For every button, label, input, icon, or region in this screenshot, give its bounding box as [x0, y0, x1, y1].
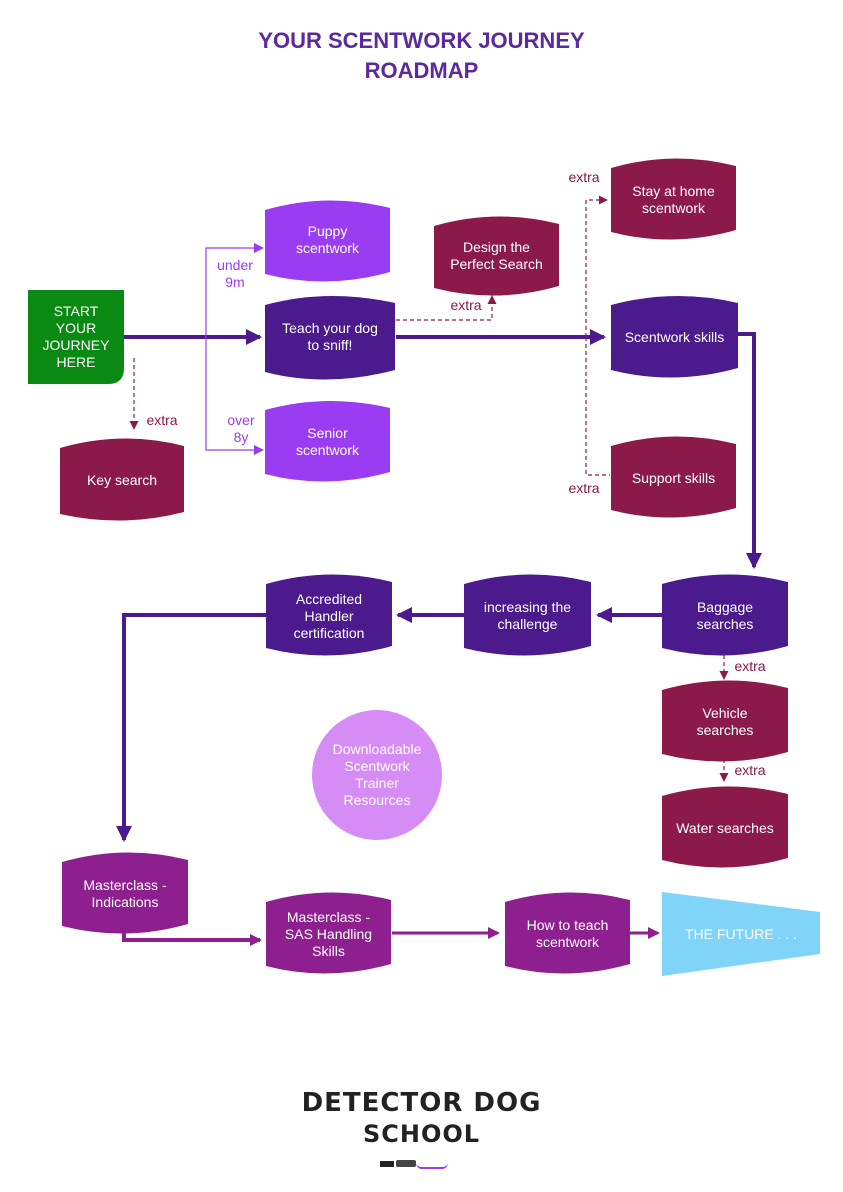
label-extra-design: extra [450, 297, 482, 313]
key-search-shape [60, 438, 184, 521]
node-shapes [28, 158, 820, 976]
label-extra-key-search: extra [146, 412, 178, 428]
design-search-shape [434, 216, 559, 296]
increasing-shape [464, 574, 591, 656]
resources-node: Downloadable Scentwork Trainer Resources [332, 741, 422, 808]
line-support-link [585, 337, 610, 476]
logo-line1: DETECTOR DOG [301, 1088, 542, 1118]
senior-shape [265, 400, 390, 482]
label-under-9m: under 9m [217, 257, 253, 290]
label-over-8y: over 8y [227, 412, 255, 445]
accredited-shape [266, 574, 392, 656]
vehicle-node: Vehicle searches [696, 705, 754, 738]
arrow-to-senior [205, 337, 264, 455]
arrow-to-puppy [205, 243, 264, 337]
future-node: THE FUTURE . . . [685, 925, 797, 942]
label-extra-water: extra [734, 762, 766, 778]
teach-sniff-node: Teach your dog to sniff! [282, 320, 378, 353]
arrow-skills-to-baggage [738, 332, 762, 569]
how-teach-shape [505, 892, 630, 974]
accredited-node: Accredited Handler certification [293, 590, 365, 641]
stay-home-shape [611, 158, 736, 240]
baggage-shape [662, 574, 788, 656]
key-search-node: Key search [86, 471, 158, 488]
start-node-shape [28, 290, 124, 384]
label-extra-support: extra [568, 480, 600, 496]
masterclass-sas-node: Masterclass - SAS Handling Skills [284, 908, 373, 959]
water-shape [662, 786, 788, 868]
page-title-line2: ROADMAP [364, 58, 479, 83]
connectors [116, 195, 762, 946]
arrow-to-design [396, 295, 497, 321]
water-node: Water searches [676, 819, 774, 836]
future-shape [662, 892, 820, 976]
support-skills-shape [611, 436, 736, 518]
puppy-shape [265, 200, 390, 282]
logo-mark [380, 1155, 450, 1169]
resources-circle [312, 710, 442, 840]
support-skills-node: Support skills [631, 469, 716, 486]
label-extra-vehicle: extra [734, 658, 766, 674]
how-teach-node: How to teach scentwork [526, 917, 609, 950]
logo-line2: SCHOOL [362, 1120, 481, 1148]
scentwork-skills-shape [611, 295, 738, 378]
start-node: START YOUR JOURNEY HERE [42, 303, 110, 370]
senior-node: Senior scentwork [295, 425, 360, 458]
increasing-node: increasing the challenge [483, 599, 572, 632]
arrow-accredited-to-masterclass [116, 613, 266, 842]
stay-home-node: Stay at home scentwork [632, 183, 715, 216]
puppy-node: Puppy scentwork [295, 223, 360, 256]
label-extra-stay-home: extra [568, 169, 600, 185]
design-search-node: Design the Perfect Search [450, 239, 543, 272]
masterclass-ind-node: Masterclass - Indications [83, 877, 167, 910]
teach-sniff-shape [265, 295, 395, 380]
vehicle-shape [662, 680, 788, 762]
masterclass-sas-shape [266, 892, 391, 974]
page-title-line1: YOUR SCENTWORK JOURNEY [258, 28, 585, 53]
baggage-node: Baggage searches [696, 599, 754, 632]
masterclass-ind-shape [62, 852, 188, 934]
scentwork-skills-node: Scentwork skills [624, 328, 725, 345]
arrow-to-stay-home [585, 195, 608, 337]
